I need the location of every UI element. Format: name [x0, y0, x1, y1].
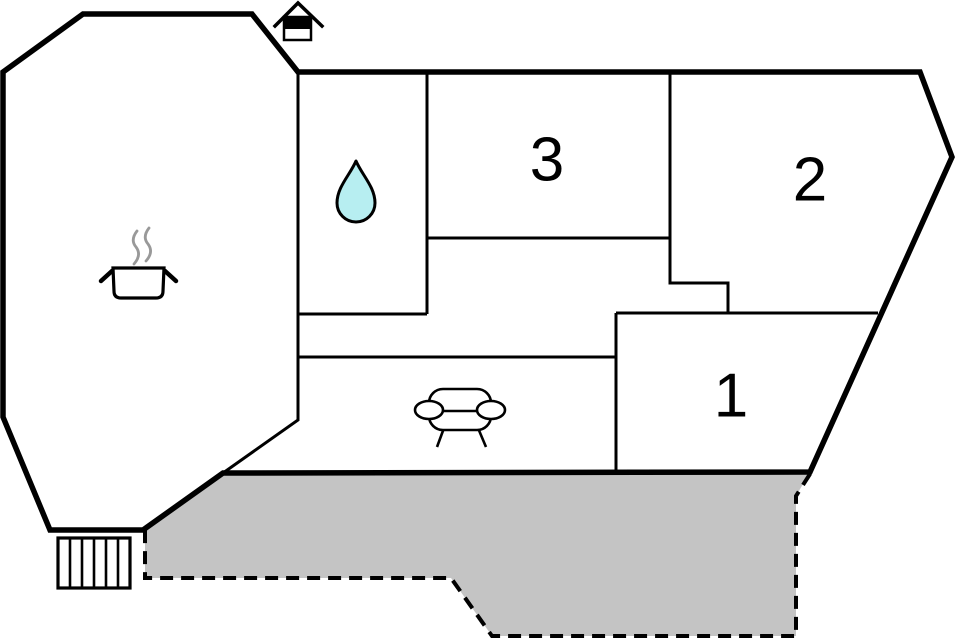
- sauna-house-band: [284, 17, 311, 29]
- bedroom2-left-wall: [668, 72, 730, 313]
- bedroom3-label: 3: [530, 126, 564, 195]
- sauna-house-icon: [272, 0, 325, 42]
- pot-left-handle: [98, 268, 115, 284]
- kitchen-right-wall: [222, 72, 300, 475]
- bedroom2-label: 2: [793, 146, 827, 215]
- bedroom1-label: 1: [714, 362, 748, 431]
- sauna-house-roof: [272, 0, 325, 29]
- sofa-right-leg: [476, 427, 488, 448]
- cooking-pot-icon: [98, 226, 179, 300]
- sofa-right-armrest: [475, 399, 507, 421]
- sofa-icon: [413, 387, 507, 448]
- stairs-icon: [56, 536, 132, 590]
- building-exterior-wall: [0, 11, 955, 533]
- water-drop-icon: [335, 159, 377, 224]
- sofa-left-armrest: [413, 399, 445, 421]
- stairs-treads: [68, 538, 120, 588]
- pot-body: [111, 266, 166, 300]
- terrace-area: [145, 472, 810, 636]
- terrace-dashed-border: [143, 472, 812, 638]
- interior-walls: [222, 72, 878, 475]
- pot-right-handle: [162, 268, 179, 284]
- steam-lines: [131, 226, 152, 266]
